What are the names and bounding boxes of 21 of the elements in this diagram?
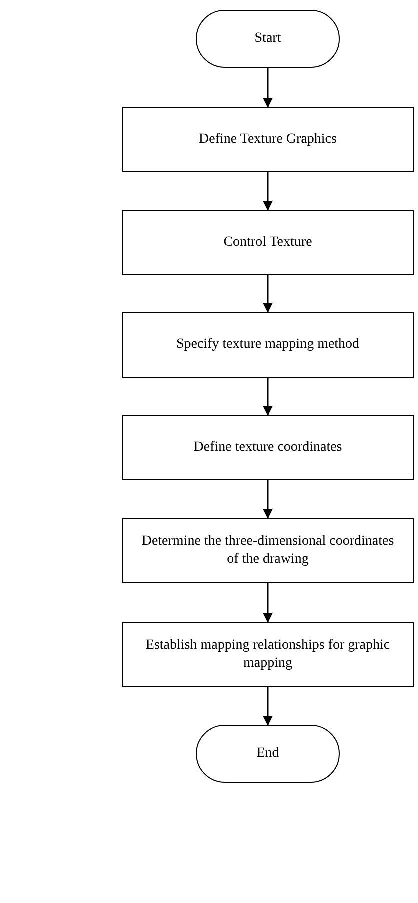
process-box xyxy=(122,210,414,275)
process-box xyxy=(122,518,414,583)
node-label: Define Texture Graphics xyxy=(199,130,337,148)
process-box xyxy=(122,622,414,687)
arrow xyxy=(263,583,273,623)
arrow xyxy=(263,172,273,211)
process-box xyxy=(122,107,414,172)
process-box xyxy=(122,312,414,378)
arrow xyxy=(263,480,273,519)
process-box xyxy=(122,415,414,480)
node-label: Establish mapping relationships for graphic mapping xyxy=(144,637,392,672)
node-label: End xyxy=(256,745,280,763)
arrow xyxy=(263,687,273,726)
node-label: Control Texture xyxy=(224,234,312,252)
node-label: Define texture coordinates xyxy=(194,438,342,456)
arrow xyxy=(263,275,273,313)
node-label: Start xyxy=(254,30,282,48)
arrow xyxy=(263,378,273,416)
node-label: Specify texture mapping method xyxy=(176,336,360,354)
node-label: Determine the three-dimensional coordinates of the drawing xyxy=(140,533,396,568)
arrow xyxy=(263,68,273,108)
